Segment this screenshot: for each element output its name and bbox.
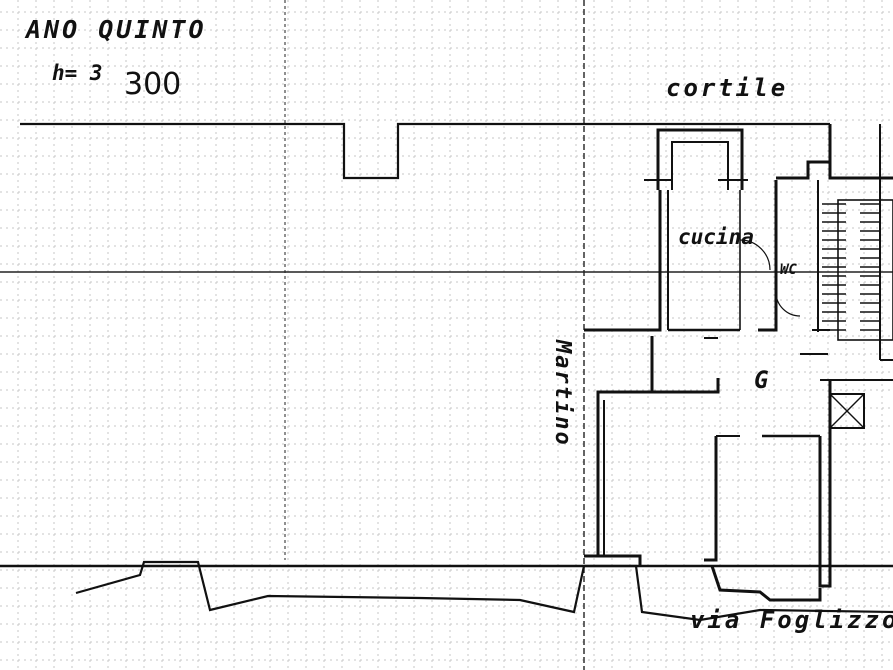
label-street-front: via Foglizzo [690,606,893,634]
label-wc: WC [780,262,797,278]
apartment-walls [584,124,893,602]
staircase [822,203,880,331]
label-street-side: Martino [550,339,575,447]
plan-title: ANO QUINTO [24,15,207,44]
label-room-g: G [754,366,768,394]
floor-height-value: 300 [124,67,181,102]
label-courtyard: cortile [666,74,788,102]
door-swings [739,239,828,355]
floor-height-label: h= 3 [52,61,103,85]
label-kitchen: cucina [678,225,754,249]
building-outline [0,122,893,622]
